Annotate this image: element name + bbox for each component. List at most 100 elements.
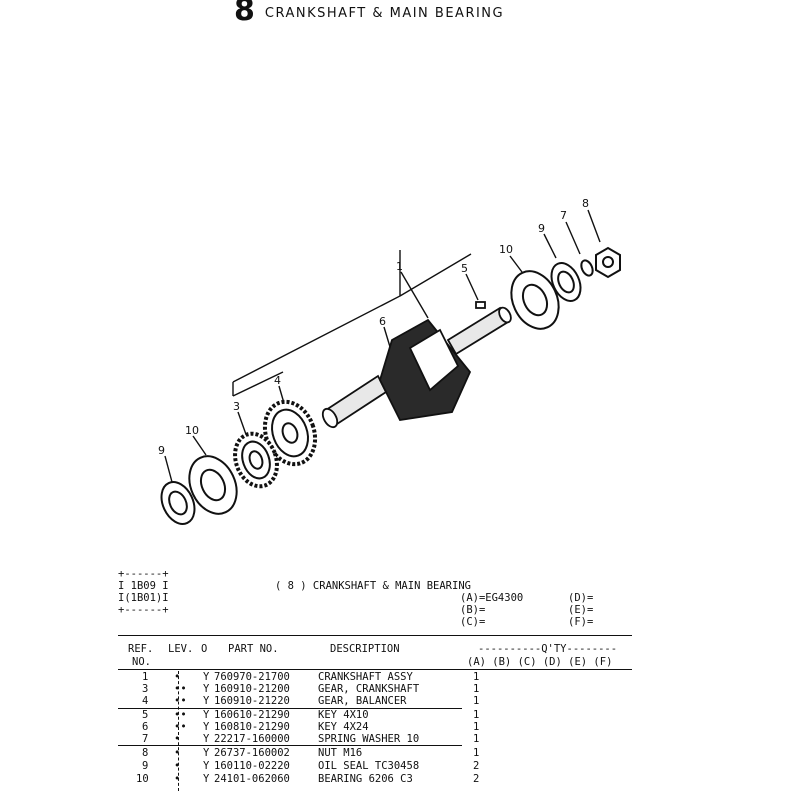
codebox-line2: I(1B01)I [118, 592, 169, 604]
oil-seal-right [550, 262, 582, 302]
table-top-rule [118, 635, 632, 636]
row-qty-a: 1 [473, 671, 480, 683]
col-ref: REF. [128, 643, 154, 655]
col-o: O [201, 643, 208, 655]
row-o: Y [203, 695, 210, 707]
table-group-rule-1 [118, 708, 462, 709]
col-qty-models: (A) (B) (C) (D) (E) (F) [467, 656, 613, 668]
row-qty-a: 1 [473, 747, 480, 759]
row-qty-a: 2 [473, 760, 480, 772]
row-ref: 7 [142, 733, 149, 745]
row-o: Y [203, 773, 210, 785]
callout-8: 8 [582, 197, 589, 210]
page-header: 8 CRANKSHAFT & MAIN BEARING [234, 0, 504, 22]
row-ref: 8 [142, 747, 149, 759]
callout-5: 5 [461, 262, 468, 275]
row-ref: 5 [142, 709, 149, 721]
callout-6: 6 [379, 315, 386, 328]
col-lev: LEV. [168, 643, 194, 655]
row-o: Y [203, 721, 210, 733]
row-description: BEARING 6206 C3 [318, 773, 413, 785]
model-e: (E)= [568, 604, 594, 616]
row-qty-a: 1 [473, 683, 480, 695]
balancer-gear [262, 399, 318, 467]
table-row: 7 • Y 22217-160000 SPRING WASHER 10 1 [0, 733, 800, 745]
callout-10-left: 10 [185, 424, 199, 437]
table-row: 5 •• Y 160610-21290 KEY 4X10 1 [0, 709, 800, 721]
callout-9-right: 9 [538, 222, 545, 235]
group-heading: ( 8 ) CRANKSHAFT & MAIN BEARING [275, 580, 471, 592]
table-row: 4 •• Y 160910-21220 GEAR, BALANCER 1 [0, 695, 800, 707]
callout-10-right: 10 [499, 243, 513, 256]
table-row: 8 • Y 26737-160002 NUT M16 1 [0, 747, 800, 759]
row-lev: • [174, 733, 181, 745]
row-lev: •• [174, 695, 187, 707]
table-header-row-2: NO. (A) (B) (C) (D) (E) (F) [0, 656, 800, 668]
row-ref: 3 [142, 683, 149, 695]
row-lev: • [174, 760, 181, 772]
row-part-no: 26737-160002 [214, 747, 290, 759]
table-header-row: REF. LEV. O PART NO. DESCRIPTION -------… [0, 643, 800, 655]
col-part-no: PART NO. [228, 643, 279, 655]
page-title: CRANKSHAFT & MAIN BEARING [264, 6, 505, 21]
row-qty-a: 1 [473, 733, 480, 745]
callout-7: 7 [560, 209, 567, 222]
callout-1: 1 [396, 260, 403, 273]
row-description: GEAR, BALANCER [318, 695, 407, 707]
table-row: 6 •• Y 160810-21290 KEY 4X24 1 [0, 721, 800, 733]
codebox-bottom: +------+ [118, 604, 169, 616]
col-ref-no: NO. [132, 656, 151, 668]
exploded-parts-diagram: 1 5 6 10 9 7 8 3 4 10 9 [158, 197, 621, 525]
nut-m16 [595, 246, 621, 279]
row-ref: 10 [136, 773, 149, 785]
callout-3: 3 [233, 400, 240, 413]
row-o: Y [203, 760, 210, 772]
row-description: KEY 4X24 [318, 721, 369, 733]
row-part-no: 160810-21290 [214, 721, 290, 733]
row-lev: •• [174, 683, 187, 695]
table-group-rule-2 [118, 745, 462, 746]
model-d: (D)= [568, 592, 594, 604]
row-description: KEY 4X10 [318, 709, 369, 721]
row-part-no: 24101-062060 [214, 773, 290, 785]
crankshaft-gear [233, 431, 279, 489]
model-c: (C)= [460, 616, 486, 628]
row-ref: 6 [142, 721, 149, 733]
spring-washer [580, 259, 594, 277]
row-part-no: 160910-21220 [214, 695, 290, 707]
row-lev: • [174, 773, 181, 785]
row-description: OIL SEAL TC30458 [318, 760, 420, 772]
row-part-no: 22217-160000 [214, 733, 290, 745]
row-part-no: 760970-21700 [214, 671, 290, 683]
table-header-rule [118, 669, 632, 670]
row-o: Y [203, 733, 210, 745]
row-lev: •• [174, 709, 187, 721]
callout-4: 4 [274, 374, 281, 387]
row-description: CRANKSHAFT ASSY [318, 671, 413, 683]
callout-9-left: 9 [158, 444, 165, 457]
row-ref: 4 [142, 695, 149, 707]
row-part-no: 160110-02220 [214, 760, 290, 772]
row-qty-a: 2 [473, 773, 480, 785]
row-o: Y [203, 747, 210, 759]
row-lev: •• [174, 721, 187, 733]
row-o: Y [203, 709, 210, 721]
row-part-no: 160910-21200 [214, 683, 290, 695]
page-number: 8 [234, 0, 255, 22]
row-lev: • [174, 747, 181, 759]
row-qty-a: 1 [473, 709, 480, 721]
model-a: (A)=EG4300 [460, 592, 524, 604]
crankshaft [321, 301, 512, 429]
row-qty-a: 1 [473, 695, 480, 707]
row-o: Y [203, 671, 210, 683]
row-ref: 9 [142, 760, 149, 772]
row-description: SPRING WASHER 10 [318, 733, 420, 745]
row-o: Y [203, 683, 210, 695]
table-row: 1 • Y 760970-21700 CRANKSHAFT ASSY 1 [0, 671, 800, 683]
table-row: 3 •• Y 160910-21200 GEAR, CRANKSHAFT 1 [0, 683, 800, 695]
row-description: NUT M16 [318, 747, 363, 759]
row-lev: • [174, 671, 181, 683]
lev-column-rule [178, 671, 179, 791]
col-description: DESCRIPTION [330, 643, 400, 655]
col-qty: ----------Q'TY-------- [478, 643, 618, 655]
